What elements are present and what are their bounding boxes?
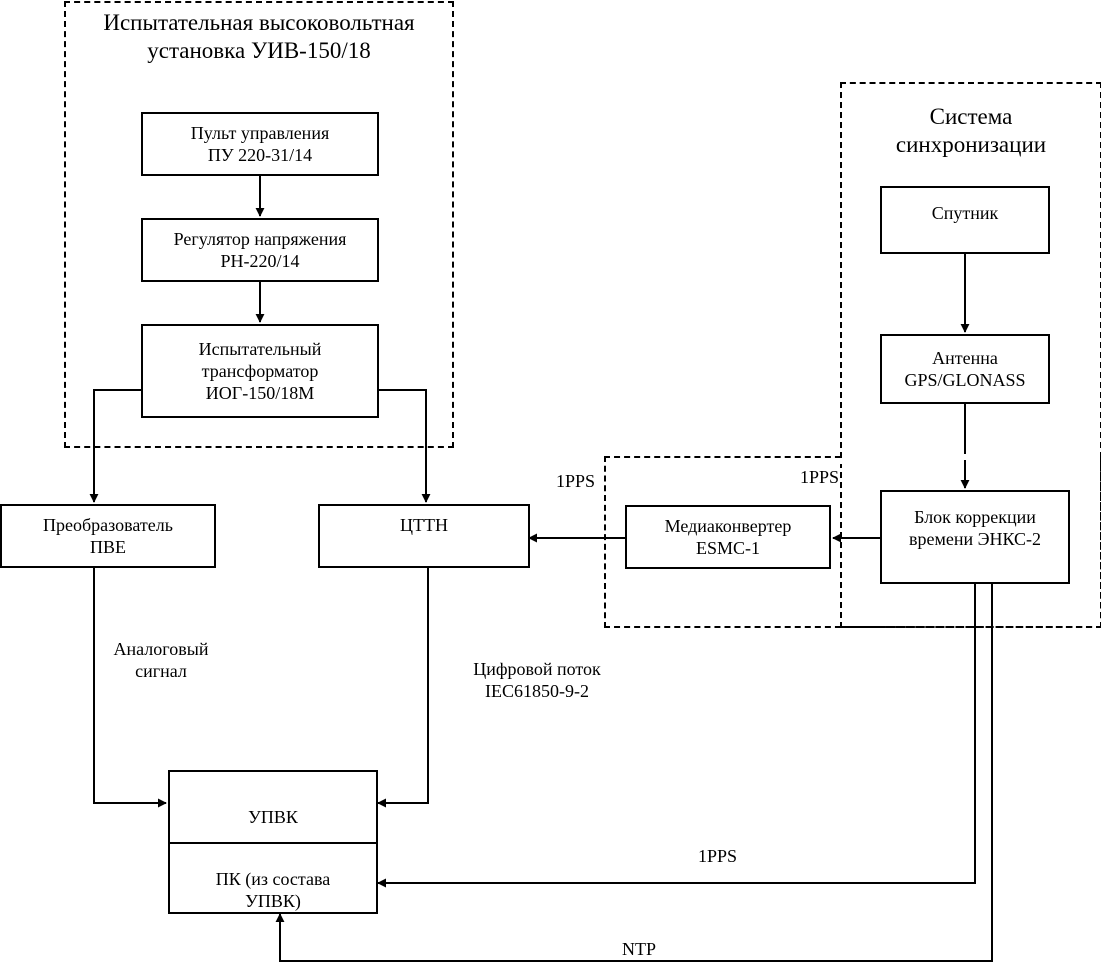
group-test-unit-title: Испытательная высоковольтная установка У… xyxy=(103,10,415,63)
block-test-transformer: Испытательный трансформатор ИОГ-150/18М xyxy=(141,324,379,418)
label-1pps-bottom: 1PPS xyxy=(698,846,738,866)
upvk-divider xyxy=(170,842,376,844)
group-sync-system-joint-mask-2 xyxy=(838,458,844,464)
block-media-converter: Медиаконвертер ESMC-1 xyxy=(625,505,831,569)
block-antenna: Антенна GPS/GLONASS xyxy=(880,334,1050,404)
block-cttn: ЦТТН xyxy=(318,504,530,568)
label-ntp: NTP xyxy=(622,939,657,959)
block-converter: Преобразователь ПВЕ xyxy=(0,504,216,568)
arrow-transformer-to-converter xyxy=(89,389,141,503)
arrow-ntp-to-pc xyxy=(275,584,993,962)
upvk-label: УПВК xyxy=(248,807,298,827)
label-analog-signal: Аналоговый сигнал xyxy=(113,639,209,681)
arrow-cttn-to-upvk xyxy=(377,568,429,808)
arrow-transformer-to-cttn xyxy=(378,389,431,503)
label-1pps-right: 1PPS xyxy=(800,467,840,487)
block-satellite: Спутник xyxy=(880,186,1050,254)
arrow-1pps-to-pc xyxy=(377,584,976,888)
label-digital-stream: Цифровой поток IEC61850-9-2 xyxy=(473,659,601,701)
block-time-correction: Блок коррекции времени ЭНКС-2 xyxy=(880,490,1070,584)
block-upvk: УПВК ПК (из состава УПВК) xyxy=(168,770,378,914)
arrow-converter-to-upvk xyxy=(93,568,167,808)
label-1pps-left: 1PPS xyxy=(556,471,596,491)
group-sync-system-joint-mask xyxy=(842,454,1100,460)
group-sync-system-title: Система синхронизации xyxy=(895,104,1047,157)
pc-label-2: УПВК) xyxy=(245,891,301,911)
block-control-panel: Пульт управления ПУ 220-31/14 xyxy=(141,112,379,176)
pc-label-1: ПК (из состава xyxy=(215,869,331,889)
block-voltage-regulator: Регулятор напряжения РН-220/14 xyxy=(141,218,379,282)
group-test-unit xyxy=(64,1,454,448)
